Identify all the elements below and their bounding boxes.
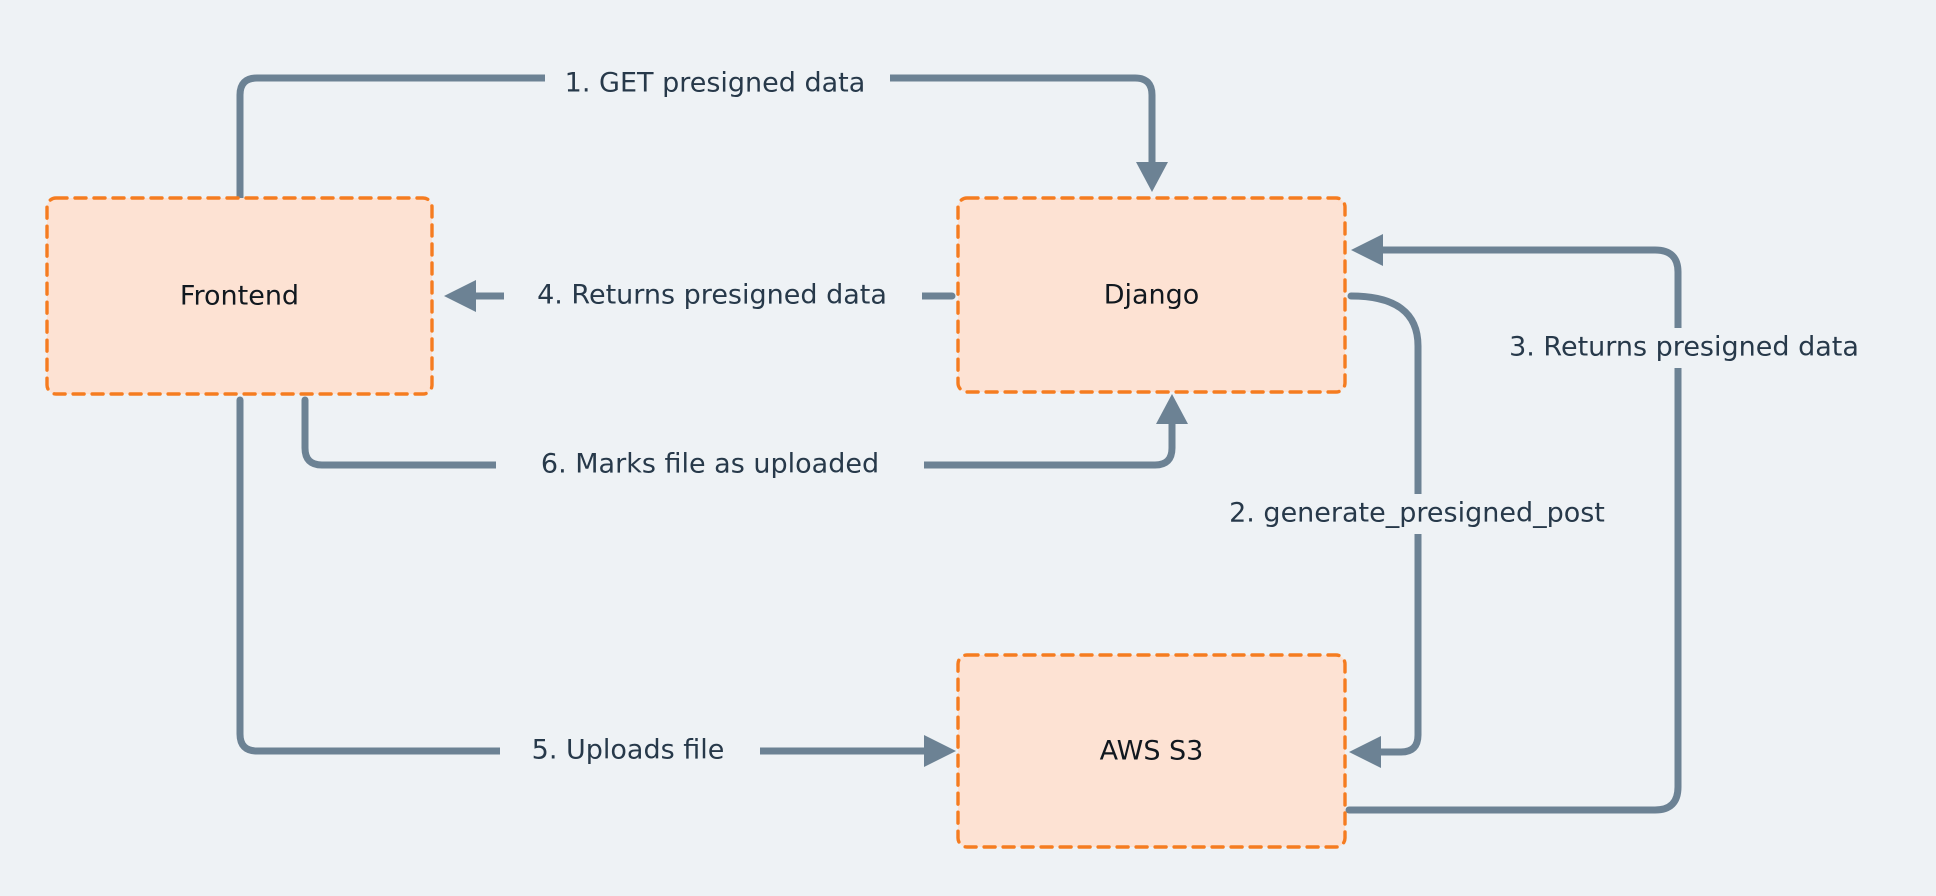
node-django-box[interactable] (956, 196, 1347, 394)
node-frontend[interactable]: Frontend (45, 196, 434, 396)
edge-6-label-backdrop (496, 445, 924, 485)
edge-5-path (236, 396, 934, 755)
edge-3-path (1345, 246, 1682, 814)
edge-3-label-backdrop (1474, 328, 1898, 368)
edge-5-label: 5. Uploads file (532, 735, 725, 766)
edge-1-get-presigned-data: 1. GET presigned data (236, 62, 1168, 202)
node-aws-s3-label: AWS S3 (1100, 736, 1204, 767)
edge-3-returns-presigned-data: 3. Returns presigned data (1345, 234, 1898, 814)
edge-2-label: 2. generate_presigned_post (1229, 498, 1605, 529)
edge-1-label-backdrop (545, 62, 890, 102)
edge-6-arrowhead-icon (1156, 394, 1188, 424)
edge-5-arrowhead-icon (924, 735, 956, 767)
edge-5-label-backdrop (500, 731, 760, 771)
edge-3-label: 3. Returns presigned data (1509, 332, 1859, 363)
edge-6-label: 6. Marks file as uploaded (541, 449, 879, 480)
node-aws-s3[interactable]: AWS S3 (956, 653, 1347, 849)
edge-1-label: 1. GET presigned data (565, 68, 866, 99)
edge-6-marks-file-as-uploaded: 6. Marks file as uploaded (301, 394, 1188, 485)
edge-2-label-backdrop (1192, 494, 1644, 534)
node-django-label: Django (1104, 280, 1200, 311)
edge-2-arrowhead-icon (1349, 736, 1381, 768)
edge-2-path (1347, 292, 1422, 756)
edge-4-arrowhead-icon (444, 280, 476, 312)
node-django[interactable]: Django (956, 196, 1347, 394)
edge-4-label-backdrop (504, 276, 922, 316)
edge-2-generate-presigned-post: 2. generate_presigned_post (1192, 292, 1644, 768)
node-aws-s3-box[interactable] (956, 653, 1347, 849)
edge-4-label: 4. Returns presigned data (537, 280, 887, 311)
node-frontend-label: Frontend (180, 281, 299, 312)
edge-5-uploads-file: 5. Uploads file (236, 396, 956, 771)
edge-1-arrowhead-icon (1136, 162, 1168, 192)
edge-4-returns-presigned-data: 4. Returns presigned data (444, 276, 956, 316)
edge-3-arrowhead-icon (1351, 234, 1383, 266)
node-frontend-box[interactable] (45, 196, 434, 396)
